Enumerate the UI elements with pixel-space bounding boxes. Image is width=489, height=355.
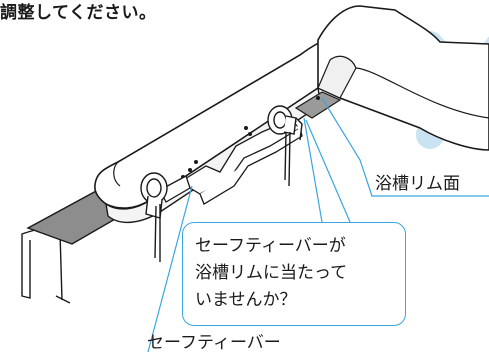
callout-line: いませんか？: [195, 290, 297, 310]
instruction-caption: 調整してください。: [0, 3, 157, 23]
leader-lines: [147, 97, 489, 353]
callout-line: セーフティーバーが: [195, 236, 346, 256]
rim-surface-label: 浴槽リム面: [375, 174, 460, 194]
left-clamp-knob: [140, 172, 168, 262]
support-frame: [21, 227, 71, 304]
callout-line: 浴槽リムに当たって: [195, 263, 348, 283]
right-clamp-knob: [267, 105, 303, 187]
warning-callout: セーフティーバーが 浴槽リムに当たって いませんか？: [182, 222, 406, 326]
seat-unit-body: [94, 5, 489, 223]
safety-bar-label: セーフティーバー: [147, 333, 281, 353]
